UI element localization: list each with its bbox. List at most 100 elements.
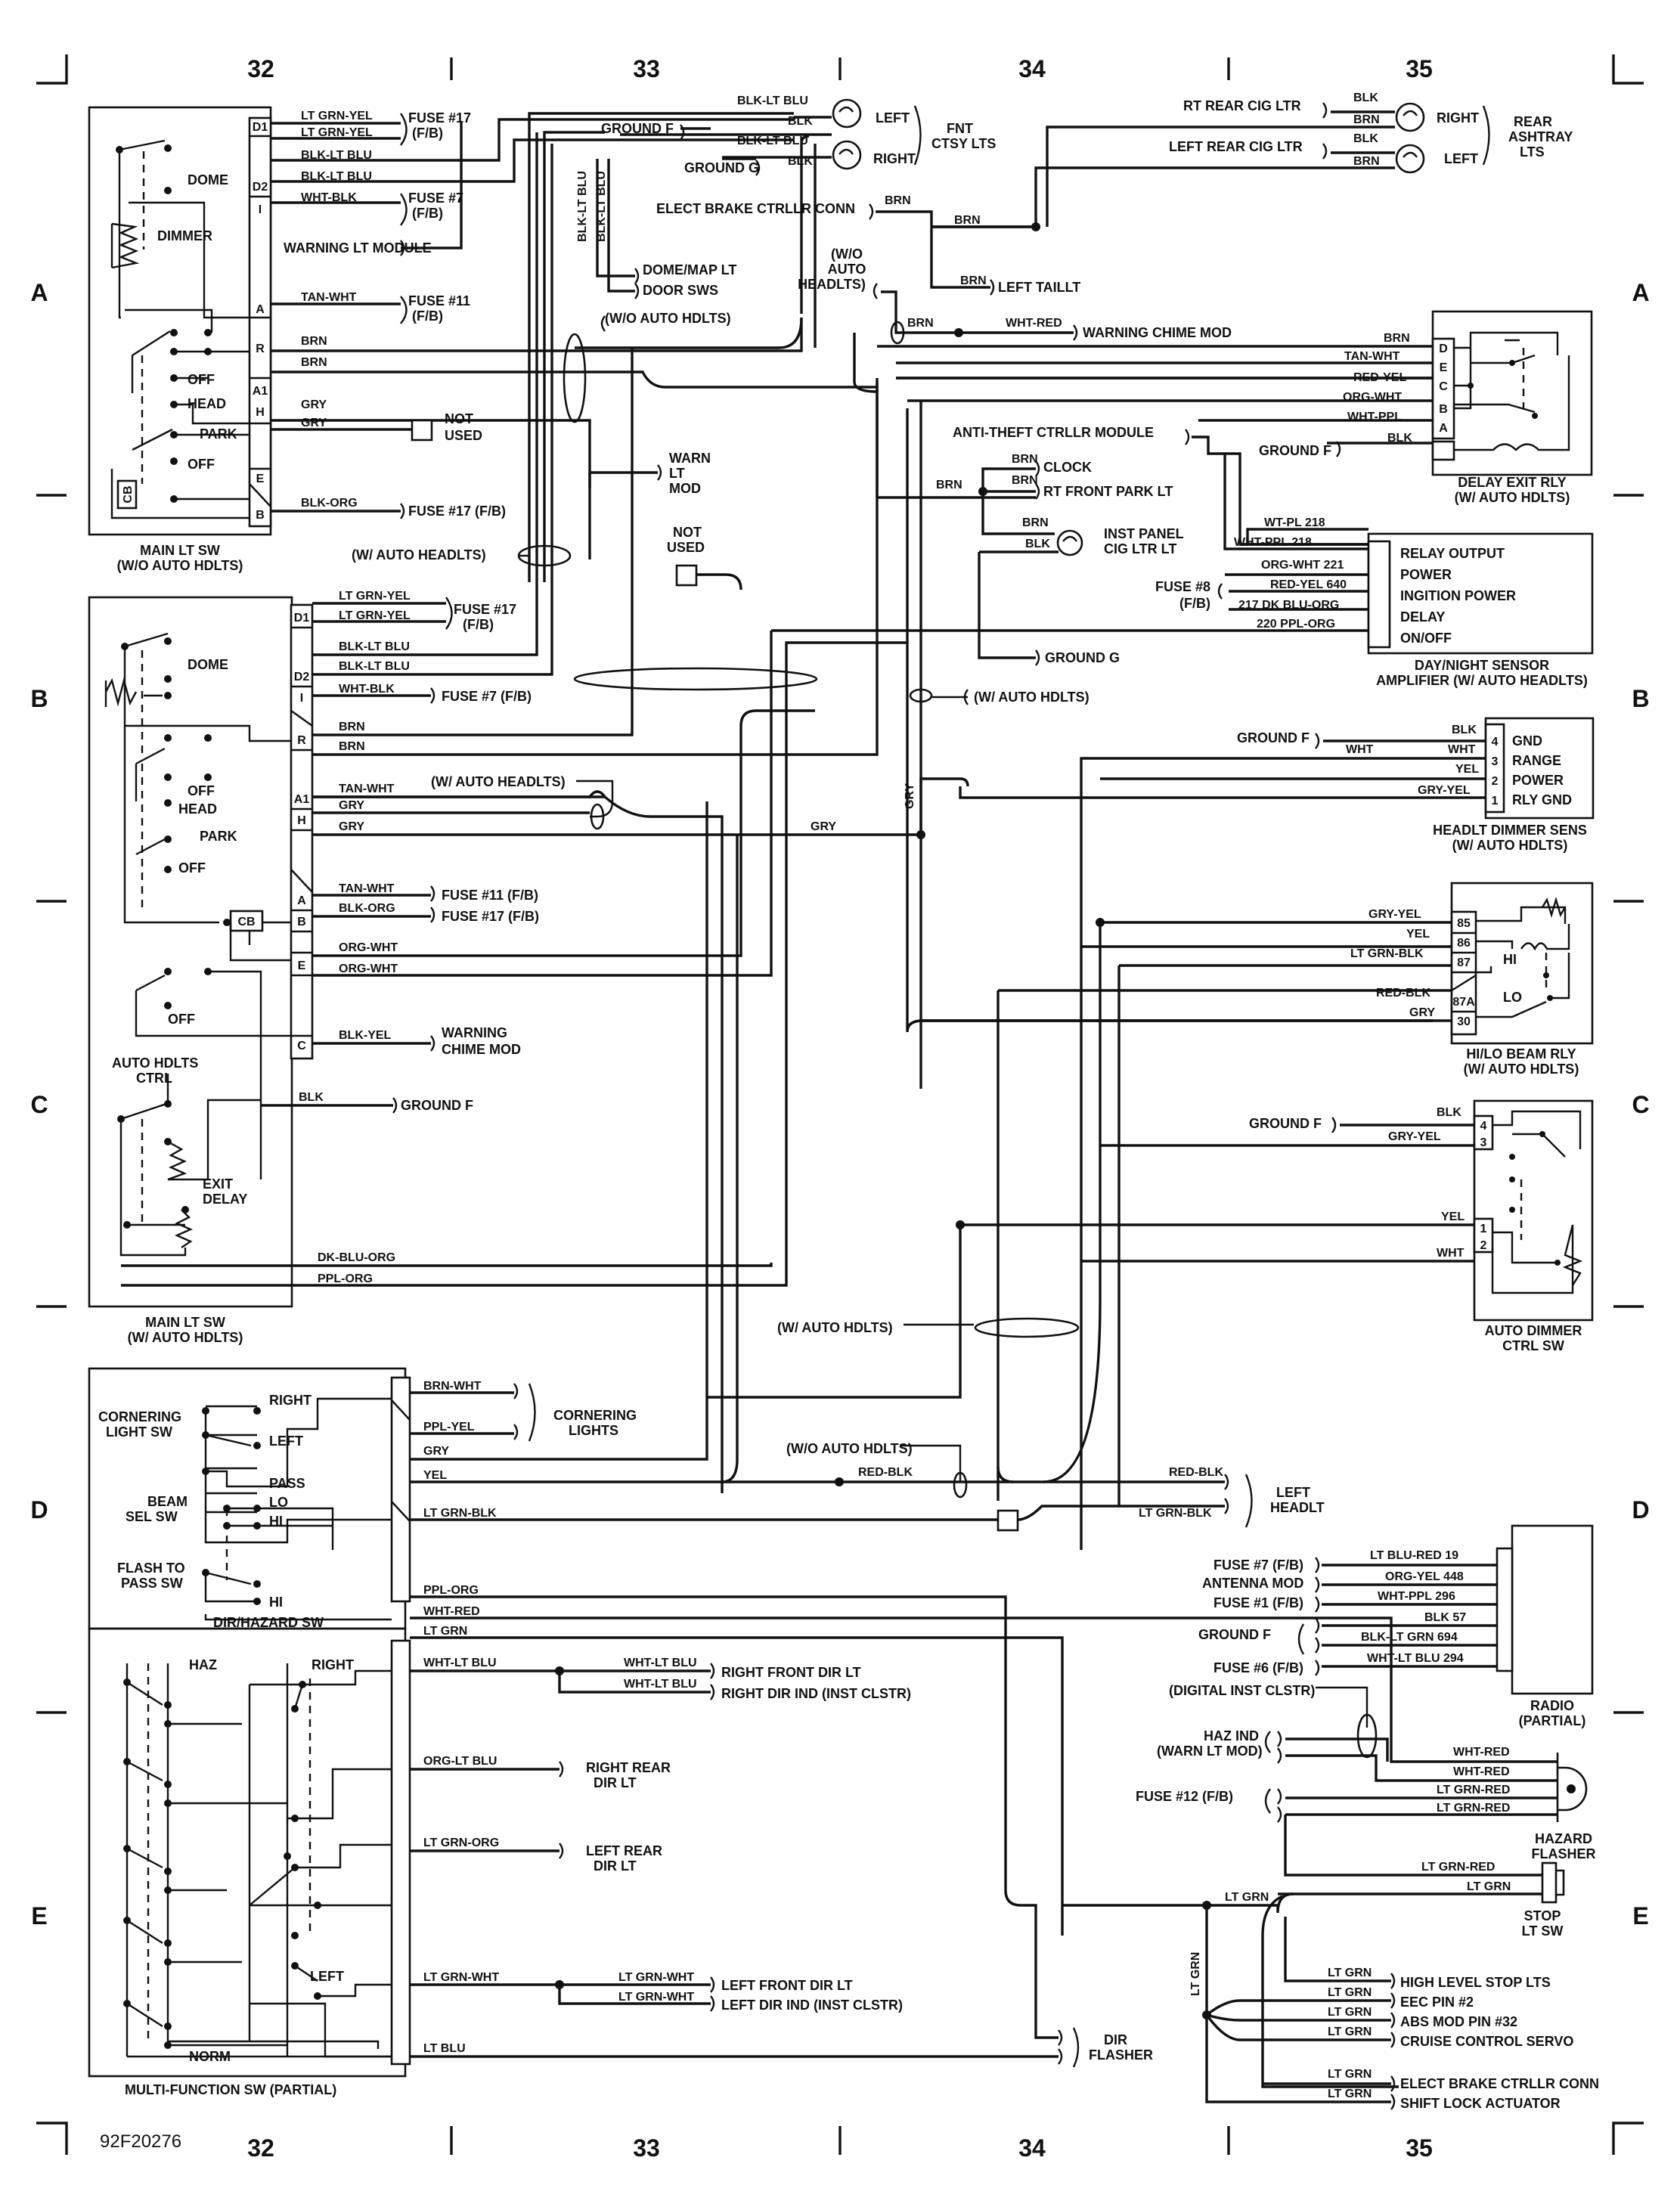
- svg-text:DIR: DIR: [1104, 2032, 1127, 2047]
- svg-text:(W/ AUTO HEADLTS): (W/ AUTO HEADLTS): [431, 774, 566, 789]
- svg-text:FUSE #17 (F/B): FUSE #17 (F/B): [442, 909, 539, 924]
- svg-text:WHT-BLK: WHT-BLK: [301, 191, 357, 204]
- sw1-title-2: (W/O AUTO HDLTS): [117, 558, 243, 573]
- svg-text:GRY: GRY: [301, 417, 327, 429]
- svg-text:BRN-WHT: BRN-WHT: [423, 1380, 482, 1393]
- sw2-head: HEAD: [178, 801, 217, 817]
- sw1-off: OFF: [188, 372, 215, 387]
- col-35-top: 35: [1406, 55, 1433, 82]
- row-a-left: A: [30, 279, 48, 306]
- svg-text:ORG-LT BLU: ORG-LT BLU: [423, 1755, 497, 1768]
- svg-text:86: 86: [1457, 937, 1471, 950]
- svg-text:1: 1: [1492, 795, 1499, 807]
- sw1-off2: OFF: [188, 457, 215, 472]
- grid-labels: 32 33 34 35 32 33 34 35 A B C D E A B C …: [30, 55, 1649, 2162]
- svg-text:BLK-LT BLU: BLK-LT BLU: [737, 135, 808, 147]
- svg-text:BLK-LT BLU: BLK-LT BLU: [339, 640, 410, 653]
- svg-text:LEFT: LEFT: [876, 110, 910, 126]
- svg-text:LEFT REAR: LEFT REAR: [586, 1843, 662, 1858]
- svg-text:LT BLU-RED 19: LT BLU-RED 19: [1370, 1549, 1458, 1562]
- svg-text:E: E: [1440, 361, 1448, 374]
- svg-text:BLK-LT BLU: BLK-LT BLU: [595, 171, 608, 242]
- svg-text:FUSE #8: FUSE #8: [1155, 579, 1210, 594]
- svg-text:USED: USED: [667, 540, 705, 555]
- svg-text:4: 4: [1492, 736, 1499, 749]
- sw1-pin: D2: [253, 181, 268, 194]
- svg-text:BRN: BRN: [301, 335, 327, 348]
- svg-text:GRY: GRY: [339, 820, 364, 833]
- svg-text:(F/B): (F/B): [412, 308, 443, 324]
- svg-text:MULTI-FUNCTION SW (PARTIAL): MULTI-FUNCTION SW (PARTIAL): [125, 2082, 336, 2097]
- svg-text:E: E: [298, 959, 306, 972]
- svg-text:(WARN LT MOD): (WARN LT MOD): [1157, 1744, 1263, 1759]
- sw2-title-2: (W/ AUTO HDLTS): [128, 1330, 243, 1345]
- row-a-right: A: [1632, 279, 1649, 306]
- svg-text:WHT-PPL 296: WHT-PPL 296: [1378, 1590, 1455, 1603]
- figure-id: 92F20276: [100, 2131, 181, 2152]
- svg-text:ORG-WHT: ORG-WHT: [1343, 391, 1402, 404]
- svg-text:(F/B): (F/B): [412, 126, 443, 141]
- svg-text:(W/O AUTO HDLTS): (W/O AUTO HDLTS): [605, 311, 731, 326]
- dest-fuse17: FUSE #17: [408, 110, 471, 126]
- left-headlt-1: LEFT: [1276, 1485, 1310, 1500]
- dest-fuse11: FUSE #11: [408, 293, 470, 308]
- svg-text:BLK: BLK: [1025, 538, 1050, 550]
- svg-text:WHT: WHT: [1346, 743, 1374, 756]
- svg-text:YEL: YEL: [1406, 928, 1430, 941]
- main-lt-sw-no-auto: D1 D2 I A R A1 H E B: [88, 106, 272, 573]
- svg-text:GROUND F: GROUND F: [1237, 730, 1310, 745]
- day-night-amp: RELAY OUTPUT POWER INGITION POWER DELAY …: [771, 454, 1594, 688]
- beam-sel-sw-1: BEAM: [147, 1494, 188, 1509]
- radio: RADIO (PARTIAL) FUSE #7 (F/B) LT BLU-RED…: [1198, 1524, 1594, 1728]
- svg-text:LT GRN-WHT: LT GRN-WHT: [618, 1971, 694, 1984]
- dimmer-title-2: CTRL SW: [1502, 1338, 1564, 1353]
- amp-title-2: AMPLIFIER (W/ AUTO HEADLTS): [1376, 673, 1588, 688]
- col-34-top: 34: [1018, 55, 1046, 82]
- svg-text:WHT: WHT: [1437, 1247, 1465, 1260]
- svg-text:RIGHT: RIGHT: [873, 151, 916, 166]
- dimmer-title-1: AUTO DIMMER: [1485, 1323, 1582, 1338]
- svg-text:WHT-LT BLU: WHT-LT BLU: [423, 1657, 497, 1669]
- svg-text:LT GRN-RED: LT GRN-RED: [1437, 1802, 1510, 1815]
- svg-text:LT GRN: LT GRN: [1328, 1986, 1372, 1999]
- svg-text:D2: D2: [294, 671, 310, 683]
- sw1-pin: I: [259, 203, 262, 216]
- svg-text:WARNING LT MODULE: WARNING LT MODULE: [284, 240, 432, 256]
- svg-text:FUSE #1 (F/B): FUSE #1 (F/B): [1214, 1595, 1303, 1610]
- svg-text:BLK-YEL: BLK-YEL: [339, 1029, 392, 1042]
- svg-text:BRN: BRN: [339, 721, 365, 733]
- svg-text:RIGHT: RIGHT: [312, 1657, 354, 1672]
- svg-text:RLY GND: RLY GND: [1512, 792, 1572, 807]
- svg-text:ORG-WHT: ORG-WHT: [339, 941, 398, 954]
- dir-hazard-sw: RIGHT LEFT PASS LO HI HI CORNERING LIGHT…: [88, 801, 1558, 1936]
- svg-text:BLK-ORG: BLK-ORG: [301, 497, 358, 510]
- svg-text:GROUND F: GROUND F: [1198, 1627, 1271, 1642]
- svg-text:GROUND G: GROUND G: [1045, 650, 1120, 665]
- svg-text:GRY: GRY: [339, 799, 364, 812]
- svg-text:LT GRN-YEL: LT GRN-YEL: [301, 110, 373, 122]
- svg-text:USED: USED: [445, 428, 482, 443]
- svg-text:BLK: BLK: [1452, 724, 1477, 736]
- sw1-pin: E: [256, 473, 265, 485]
- dest-fuse7: FUSE #7: [408, 191, 463, 206]
- svg-text:LO: LO: [269, 1495, 288, 1510]
- sw2-off2: OFF: [178, 860, 206, 876]
- svg-text:BLK: BLK: [1353, 91, 1378, 104]
- frame: [36, 54, 1644, 2155]
- sw2-auto-2: CTRL: [136, 1071, 172, 1086]
- svg-text:220 PPL-ORG: 220 PPL-ORG: [1257, 618, 1335, 631]
- svg-text:WHT-BLK: WHT-BLK: [339, 683, 395, 696]
- sw1-pin: A: [256, 303, 265, 316]
- stop-lt-sw: LT GRN-RED LT GRN STOP LT SW LT GRN LT G…: [1062, 1815, 1565, 2103]
- svg-text:MOD: MOD: [669, 481, 701, 496]
- svg-text:GRY: GRY: [811, 820, 836, 833]
- svg-text:WHT-LT BLU 294: WHT-LT BLU 294: [1367, 1652, 1464, 1665]
- sw1-pin: B: [256, 509, 265, 522]
- svg-text:GROUND F: GROUND F: [601, 121, 674, 136]
- svg-text:B: B: [297, 916, 306, 928]
- svg-text:4: 4: [1480, 1120, 1487, 1133]
- svg-text:BLK-ORG: BLK-ORG: [339, 902, 395, 915]
- svg-text:ON/OFF: ON/OFF: [1400, 631, 1452, 646]
- svg-text:HAZARD: HAZARD: [1535, 1831, 1592, 1846]
- svg-text:BRN: BRN: [1384, 332, 1410, 345]
